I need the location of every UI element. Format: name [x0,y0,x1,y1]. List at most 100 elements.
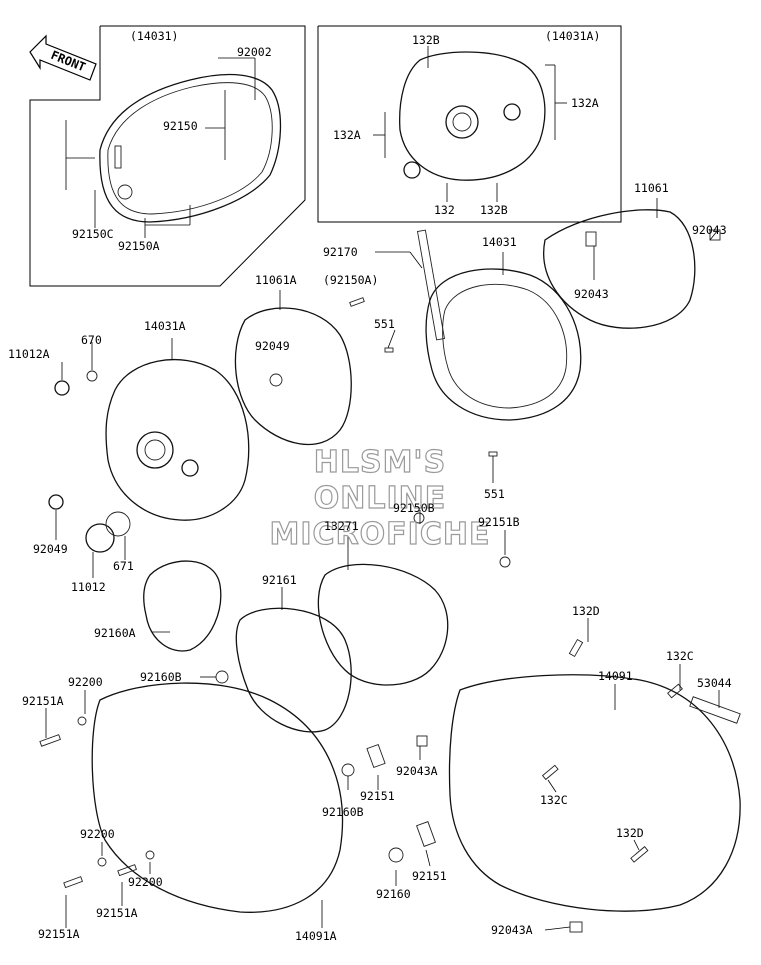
watermark-line-1: HLSM'S [314,445,446,480]
bolt-92151A-b2 [117,864,137,877]
primary-cover-14031A-drawing [48,358,250,553]
bolt-92150B [413,512,425,524]
washer-92200-b1 [97,857,107,867]
part-label-14031: 14031 [482,235,517,249]
part-label-132A-right: 132A [571,96,599,110]
part-label-92043A-bot: 92043A [491,923,533,937]
spacer-92151-mid [366,743,386,769]
pad-92160A-drawing [143,560,222,652]
part-label-92170: 92170 [323,245,358,259]
dowel-92043A-bot [569,921,583,933]
front-arrow-icon: FRONT [29,34,97,81]
dowel-92049-gasket [269,373,283,387]
inset-box-14031 [29,25,306,287]
inner-cover-14091-drawing [448,674,741,912]
inset-cover-14031-drawing [99,73,282,223]
part-label-92150C: 92150C [72,227,114,241]
part-label-11012: 11012 [71,580,106,594]
part-label-92043-r1: 92043 [692,223,727,237]
part-label-13271: 13271 [324,519,359,533]
part-label-132B-top: 132B [412,33,440,47]
part-label-132A-left: 132A [333,128,361,142]
part-label-92150A-box: 92150A [118,239,160,253]
clutch-cover-14031-drawing [416,229,582,421]
part-label-92151A-b2: 92151A [96,906,138,920]
part-label-92160B-mid: 92160B [322,805,364,819]
part-label-671: 671 [113,559,134,573]
gasket-11061A-drawing [234,307,352,446]
part-label-92160: 92160 [376,887,411,901]
dowel-92043A-top [416,735,428,747]
part-label-14091A: 14091A [295,929,337,943]
insulator-92161-drawing [235,607,352,733]
part-label-92200-b1: 92200 [80,827,115,841]
part-label-53044: 53044 [697,676,732,690]
inset-cover-14031A-drawing [399,51,546,181]
part-label-92151A-b1: 92151A [38,927,80,941]
part-label-92150: 92150 [163,119,198,133]
part-label-92002: 92002 [237,45,272,59]
part-label-92161: 92161 [262,573,297,587]
o-ring-671 [105,511,131,537]
dowel-92043-a [585,231,597,247]
dowel-551-top [384,347,394,353]
grommet-92160B-top [215,670,229,684]
watermark-line-2: ONLINE [314,481,447,516]
part-label-551-top: 551 [374,317,395,331]
part-label-11061A: 11061A [255,273,297,287]
part-label-92200-b2: 92200 [128,875,163,889]
part-label-92151A-top: 92151A [22,694,64,708]
part-label-92150B: 92150B [393,501,435,515]
gasket-11061-drawing [543,209,696,329]
part-label-14031A: 14031A [144,319,186,333]
part-label-132: 132 [434,203,455,217]
part-label-92151-mid: 92151 [360,789,395,803]
part-label-551-bot: 551 [484,487,505,501]
dowel-551-bot [488,451,498,457]
dowel-92043-b [709,229,721,241]
part-label-132D-top: 132D [572,604,600,618]
grommet-92160 [388,847,404,863]
part-label-92151-bot: 92151 [412,869,447,883]
bolt-132D-top [568,638,584,658]
bolt-132C-mid [541,764,559,781]
bolt-132D-mid [630,846,649,863]
part-label-11012A: 11012A [8,347,50,361]
part-label-92150A-paren: (92150A) [323,273,378,287]
part-label-132B-bottom: 132B [480,203,508,217]
washer-92200-b2 [145,850,155,860]
part-label-92043-r2: 92043 [574,287,609,301]
plug-11012A [54,380,70,396]
part-label-132C-top: 132C [666,649,694,663]
part-label-132C-mid: 132C [540,793,568,807]
inset-title-14031: (14031) [130,29,178,43]
bolt-92150A-paren [349,297,365,307]
o-ring-670 [86,370,98,382]
pin-53044 [689,696,741,724]
bolt-92151A-top [39,734,61,747]
spacer-92151-bot [416,821,436,847]
inset-title-14031A: (14031A) [545,29,600,43]
part-label-92049: 92049 [33,542,68,556]
grommet-92160B-mid [341,763,355,777]
part-label-92049-gasket: 92049 [255,339,290,353]
washer-92200-top [77,716,87,726]
watermark: HLSM'S ONLINE MICROFICHE [269,444,491,552]
part-label-14091: 14091 [598,669,633,683]
washer-92049 [48,494,64,510]
bolt-92151A-b1 [63,876,83,889]
part-label-92043A-top: 92043A [396,764,438,778]
watermark-line-3: MICROFICHE [270,517,491,552]
part-label-670: 670 [81,333,102,347]
part-label-132D-mid: 132D [616,826,644,840]
guard-13271-drawing [317,563,449,686]
inset-box-14031A [317,25,622,223]
part-label-92151B: 92151B [478,515,520,529]
part-label-11061: 11061 [634,181,669,195]
part-labels: 92002 92150 92150C 92150A 132B 132A 132A… [8,33,732,943]
leader-lines [45,46,720,931]
part-label-92160B-top: 92160B [140,670,182,684]
part-label-92160A: 92160A [94,626,136,640]
